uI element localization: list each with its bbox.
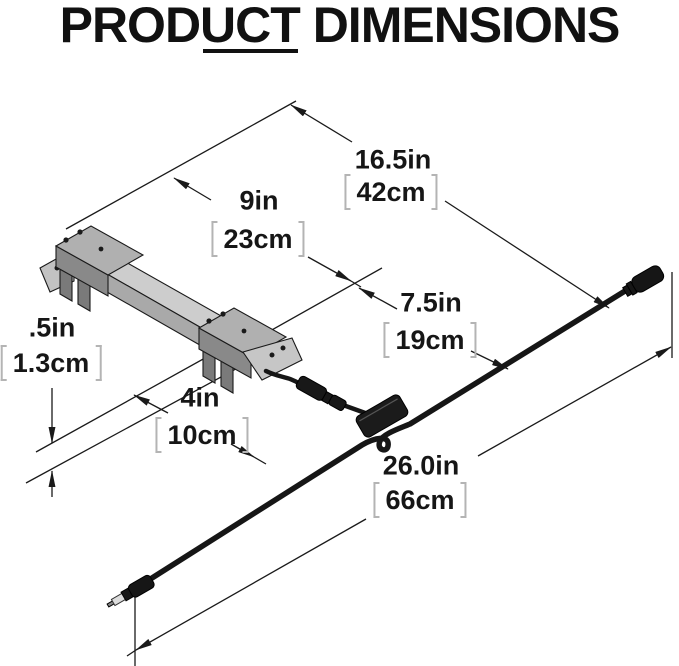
dim-line-offset-right <box>230 443 255 458</box>
dim-line-cable-left <box>358 287 398 310</box>
end-plate-right <box>242 337 303 381</box>
screw-hole <box>63 237 69 243</box>
mounting-bracket-right <box>197 307 288 394</box>
bracket-left-mark <box>211 221 218 257</box>
dim-label-inner-inches: 9in <box>239 185 279 216</box>
bracket-right-mark <box>95 345 102 381</box>
controller-body <box>355 394 409 438</box>
dim-line-inner-right <box>307 256 352 282</box>
screw-hole <box>77 229 83 235</box>
extension-line-bar-left <box>65 100 297 230</box>
controller-edge-highlight <box>359 398 398 422</box>
bracket-right-mark <box>460 482 467 518</box>
dim-line-inner-left <box>173 177 212 201</box>
dim-line-overall-left <box>290 104 353 143</box>
controller-box <box>355 394 409 438</box>
surface-line-lower <box>25 357 257 484</box>
jack-body <box>631 265 665 293</box>
screw-hole <box>280 345 286 351</box>
bracket-right-mark <box>242 417 249 453</box>
dim-label-overall-inches: 16.5in <box>354 144 432 175</box>
screw-hole <box>269 352 275 358</box>
dim-line-powercable-right <box>477 346 672 457</box>
dim-label-height-inches: .5in <box>28 312 76 343</box>
screw-hole <box>206 318 212 324</box>
dim-label-offset-inches: 4in <box>180 382 220 413</box>
screw-hole <box>220 311 226 317</box>
dim-label-powercable-inches: 26.0in <box>382 450 460 481</box>
screw-hole <box>241 328 247 334</box>
power-cable <box>149 288 628 581</box>
bracket-left-mark <box>383 322 390 358</box>
power-jack-top <box>622 265 665 298</box>
bracket-left-mark <box>373 482 380 518</box>
dim-label-height-metric: 1.3cm <box>0 345 102 381</box>
page-title: PRODUCT DIMENSIONS <box>59 0 621 53</box>
dim-line-powercable-left <box>135 518 367 651</box>
bar-lead-cable <box>263 368 303 387</box>
mounting-bracket-left <box>54 225 145 312</box>
bracket-left-mark <box>0 345 7 381</box>
dim-label-cable-inches: 7.5in <box>400 287 462 318</box>
bracket-right-mark <box>298 221 305 257</box>
dim-line-inner-tail <box>350 280 362 288</box>
end-plate-face <box>242 337 303 381</box>
screw-hole <box>98 246 104 252</box>
bracket-left-mark <box>344 174 351 210</box>
dim-label-cable-metric: 19cm <box>383 322 477 358</box>
dim-label-inner-metric: 23cm <box>211 221 305 257</box>
dc-plug <box>328 394 347 411</box>
power-plug-bottom <box>106 574 155 608</box>
dim-label-powercable-metric: 66cm <box>373 482 467 518</box>
dim-label-overall-metric: 42cm <box>344 174 438 210</box>
dim-line-powercable-tail <box>126 649 137 657</box>
dim-label-offset-metric: 10cm <box>155 417 249 453</box>
dim-line-offset-left <box>133 394 169 414</box>
bracket-left-mark <box>155 417 162 453</box>
title-underline <box>203 49 298 53</box>
bracket-right-mark <box>470 322 477 358</box>
bracket-right-mark <box>431 174 438 210</box>
dim-line-overall-right <box>444 200 610 309</box>
plug-body <box>127 574 155 598</box>
dim-line-offset-tail <box>253 456 267 465</box>
dc-connector-pair <box>295 375 347 411</box>
